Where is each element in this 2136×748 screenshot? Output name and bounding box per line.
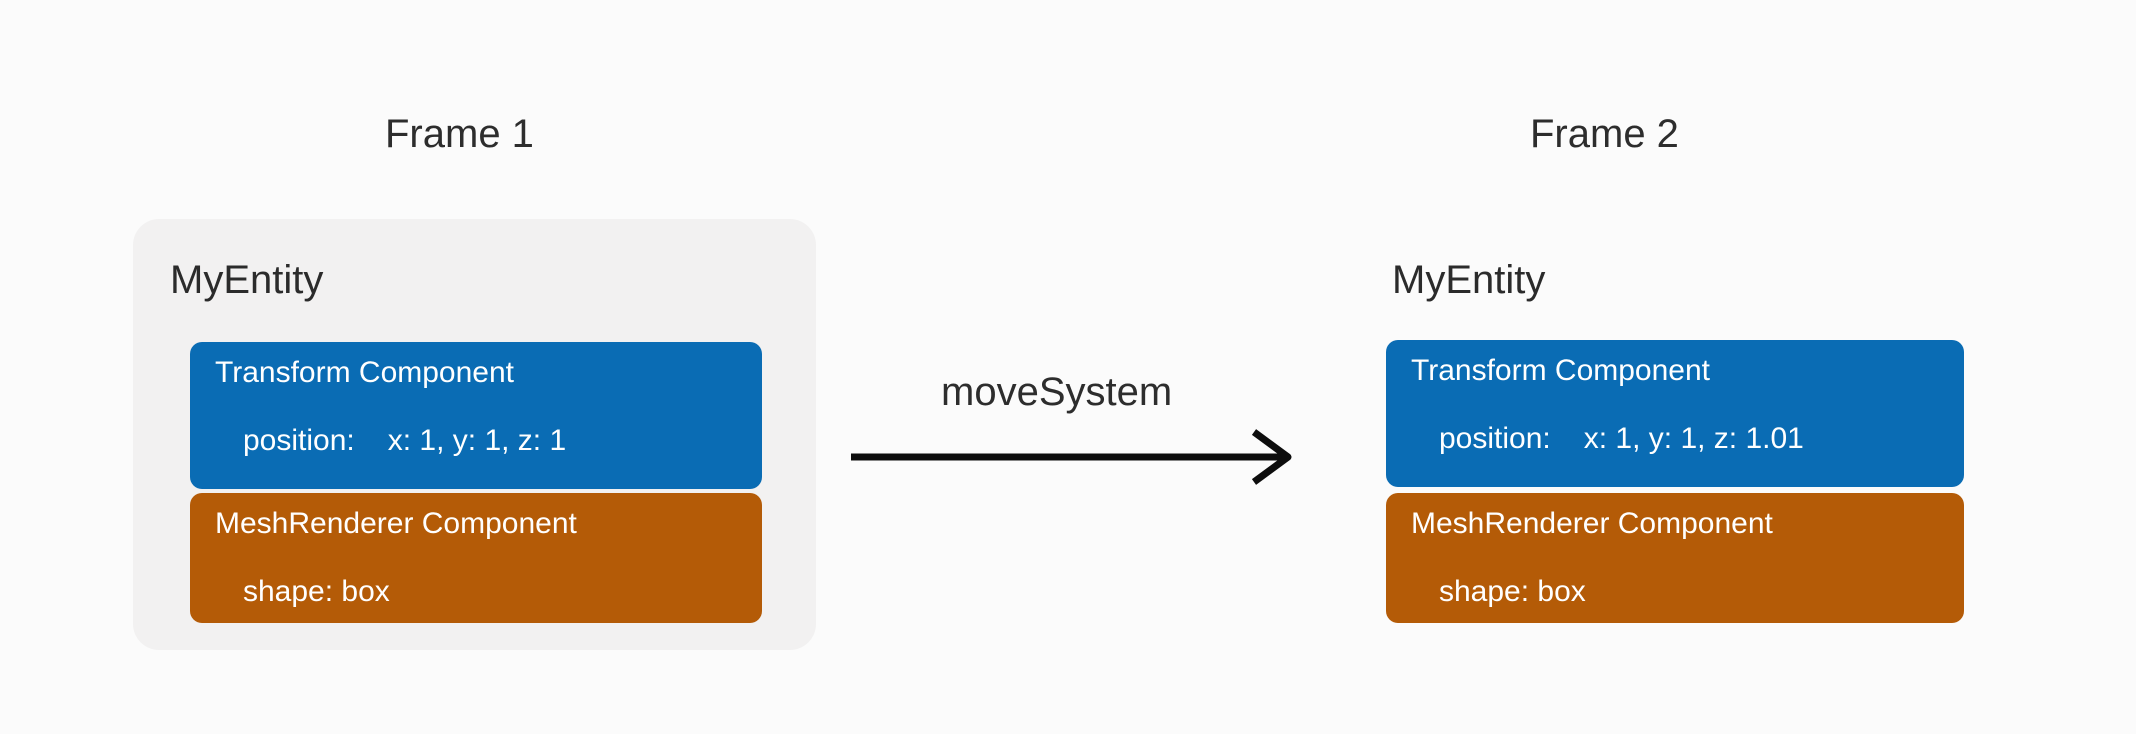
arrow-right-icon [851,429,1292,485]
meshrenderer-shape-row: shape: box [1439,573,1586,611]
frame-1-title: Frame 1 [385,112,534,156]
move-system-label: moveSystem [941,370,1173,414]
position-label: position: [243,424,355,457]
transform-component-title: Transform Component [215,356,515,389]
entity-name-frame-1: MyEntity [170,258,324,302]
entity-name-frame-2: MyEntity [1392,258,1546,302]
meshrenderer-component-title: MeshRenderer Component [1411,507,1773,540]
frame-2-title: Frame 2 [1530,112,1679,156]
transform-component-title: Transform Component [1411,354,1711,387]
shape-text: shape: box [243,575,390,608]
shape-text: shape: box [1439,575,1586,608]
position-value: x: 1, y: 1, z: 1.01 [1583,422,1804,455]
bottom-margin [0,734,2136,748]
meshrenderer-component-frame-1: MeshRenderer Component shape: box [190,493,762,623]
meshrenderer-component-frame-2: MeshRenderer Component shape: box [1386,493,1964,623]
meshrenderer-component-title: MeshRenderer Component [215,507,577,540]
meshrenderer-shape-row: shape: box [243,573,390,611]
position-value: x: 1, y: 1, z: 1 [387,424,567,457]
transform-position-row: position: x: 1, y: 1, z: 1 [243,422,566,460]
transform-position-row: position: x: 1, y: 1, z: 1.01 [1439,420,1804,458]
transform-component-frame-2: Transform Component position: x: 1, y: 1… [1386,340,1964,487]
transform-component-frame-1: Transform Component position: x: 1, y: 1… [190,342,762,489]
position-label: position: [1439,422,1551,455]
